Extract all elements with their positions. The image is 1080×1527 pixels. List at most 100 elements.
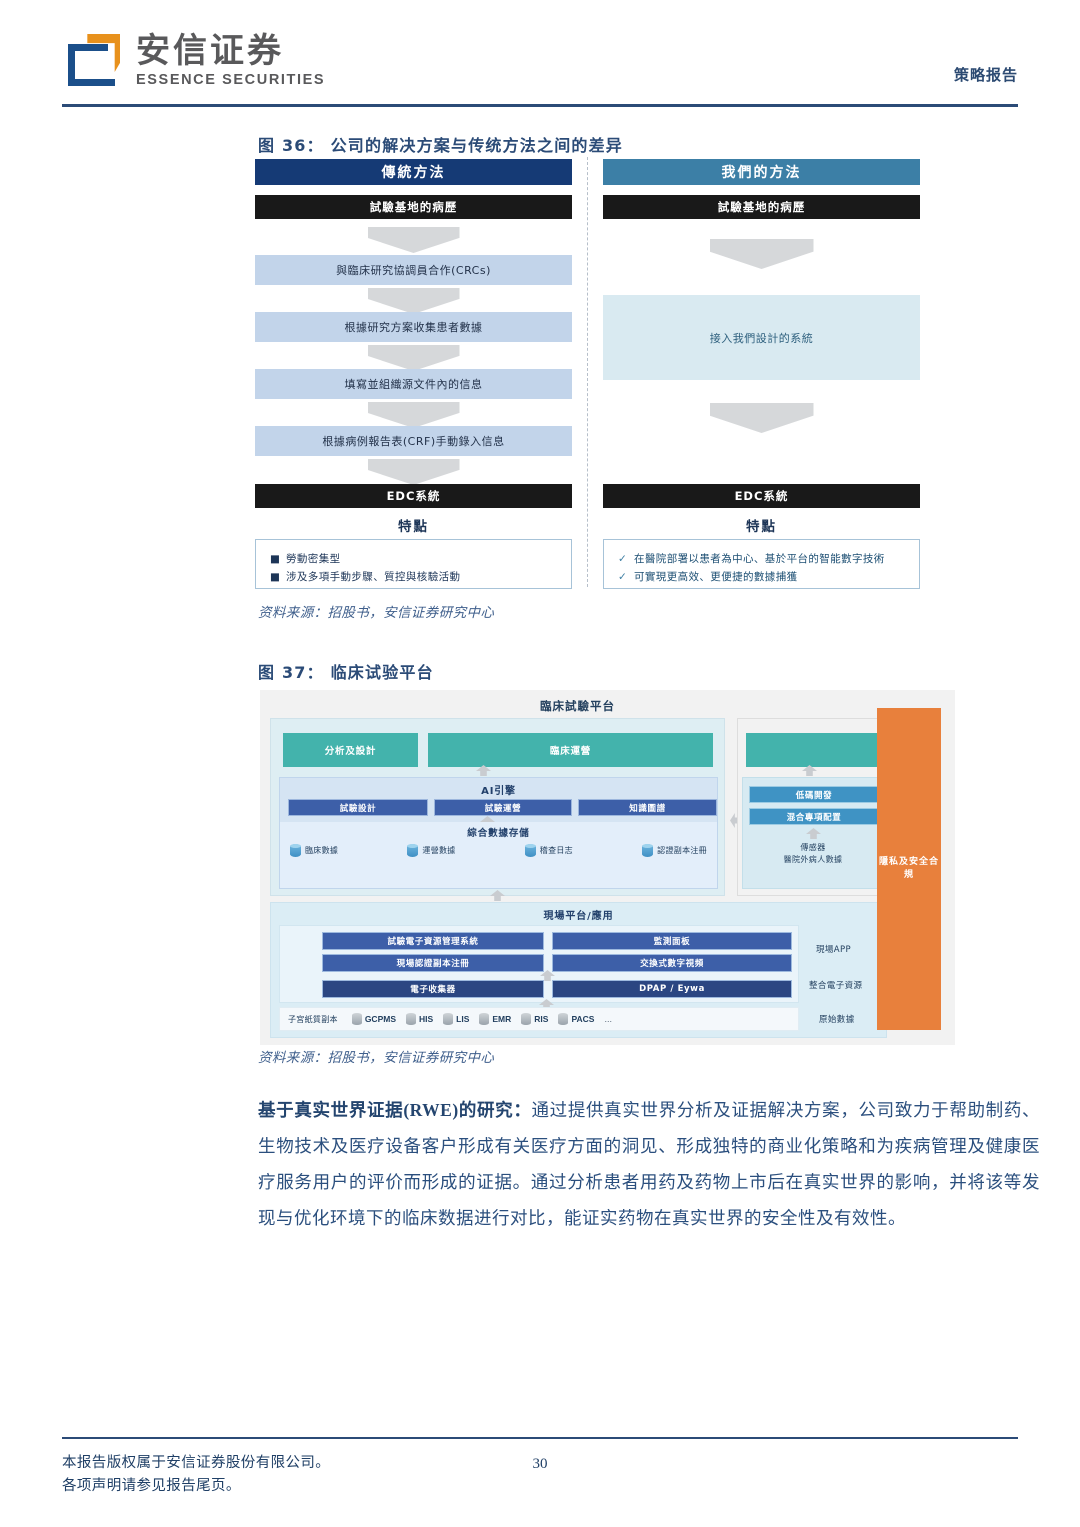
- lower-box-video: 交換式數字視頻: [552, 954, 792, 972]
- database-icon: [642, 844, 654, 857]
- logo-mark-icon: [62, 30, 124, 92]
- left-header-bar: 傳統方法: [255, 159, 572, 185]
- figure36-diagram: 傳統方法 試驗基地的病歷 與臨床研究協調員合作(CRCs) 根據研究方案收集患者…: [255, 155, 920, 595]
- footer-copyright: 本报告版权属于安信证券股份有限公司。 各项声明请参见报告尾页。: [62, 1452, 330, 1498]
- up-arrow-1-icon: [476, 765, 491, 776]
- left-feature-box: ■ 勞動密集型 ■ 涉及多項手動步驟、質控與核驗活動: [255, 539, 572, 589]
- left-step-1: 與臨床研究協調員合作(CRCs): [255, 255, 572, 285]
- source-systems-row: 子宮紙質副本 GCPMS HIS LIS EMR RIS: [279, 1007, 799, 1031]
- left-feature-text: 勞動密集型: [286, 553, 341, 565]
- storage-item-label: 運營數據: [422, 846, 456, 855]
- up-arrow-4-icon: [806, 828, 821, 839]
- left-feature-item: ■ 勞動密集型: [270, 550, 557, 568]
- footer-line-1: 本报告版权属于安信证券股份有限公司。: [62, 1455, 331, 1471]
- side-label-rawdata: 原始數據: [819, 1015, 855, 1025]
- left-feature-text: 涉及多項手動步驟、質控與核驗活動: [286, 571, 461, 584]
- side-label-app: 現場APP: [816, 945, 852, 955]
- database-icon: [524, 844, 536, 857]
- source-system-label: LIS: [456, 1014, 470, 1024]
- ai-engine-label: AI引擎: [481, 786, 516, 797]
- figure37-lower-region: 現場平台/應用 試驗電子資源管理系統 監測面板 現場認證副本注冊 交換式數字視頻…: [270, 902, 887, 1038]
- footer-divider: [62, 1437, 1018, 1439]
- source-system-label: PACS: [571, 1014, 595, 1024]
- storage-item-label: 臨床數據: [305, 846, 339, 855]
- right-top-black-bar: 試驗基地的病歷: [603, 195, 920, 219]
- teal-service-row: 分析及設計 臨床運營: [283, 733, 713, 767]
- database-grey-icon: [558, 1013, 569, 1025]
- lower-box-dashboard: 監測面板: [552, 932, 792, 950]
- side-label-eresource: 整合電子資源: [809, 981, 863, 991]
- left-feature-heading: 特點: [398, 519, 429, 535]
- check-bullet-icon: ✓: [618, 571, 628, 584]
- figure37-title: 图 37： 临床试验平台: [258, 663, 434, 682]
- right-middle-box: 接入我們設計的系統: [603, 295, 920, 380]
- figure36-column-divider: [587, 157, 588, 587]
- figure36-source: 资料来源：招股书，安信证券研究中心: [258, 605, 495, 620]
- figure37-upper-region: 分析及設計 臨床運營 AI引擎 試驗設計 試驗運營 知識圖譜 綜合數據存儲: [270, 718, 887, 896]
- right-feature-item: ✓ 在醫院部署以患者為中心、基於平台的智能數字技術: [618, 550, 905, 568]
- right-header-bar: 我們的方法: [603, 159, 920, 185]
- rc-box-lowcode: 低碼開發: [749, 786, 879, 803]
- right-teal-block: [746, 733, 880, 767]
- left-arrow-3-icon: [367, 345, 460, 371]
- right-feature-heading: 特點: [746, 519, 777, 535]
- page-header: 安信证券 ESSENCE SECURITIES 策略报告: [62, 26, 1018, 104]
- logo-blue-shape: [68, 44, 115, 86]
- rc-box-hybrid-config: 混合專項配置: [749, 808, 879, 825]
- square-bullet-icon: ■: [270, 571, 281, 584]
- storage-item-label: 認證副本注冊: [657, 846, 707, 855]
- storage-label: 綜合數據存儲: [467, 828, 530, 839]
- privacy-security-label: 隱私及安全合規: [878, 857, 939, 880]
- database-grey-icon: [443, 1013, 454, 1025]
- up-arrow-3-icon: [802, 765, 817, 776]
- ai-module-row: 試驗設計 試驗運營 知識圖譜: [288, 799, 717, 816]
- database-icon: [290, 844, 301, 857]
- right-feature-text: 可實現更高效、更便捷的數據捕獲: [634, 571, 798, 584]
- right-feature-box: ✓ 在醫院部署以患者為中心、基於平台的智能數字技術 ✓ 可實現更高效、更便捷的數…: [603, 539, 920, 589]
- storage-item-label: 稽查日志: [539, 846, 573, 855]
- body-paragraph: 基于真实世界证据(RWE)的研究：通过提供真实世界分析及证据解决方案，公司致力于…: [258, 1093, 1040, 1237]
- header-divider: [62, 104, 1018, 107]
- figure37-diagram: 臨床試驗平台 分析及設計 臨床運營 AI引擎 試驗設計 試驗運營 知識圖譜 綜合…: [260, 690, 955, 1045]
- source-system-label: EMR: [492, 1014, 512, 1024]
- body-paragraph-text: 通过提供真实世界分析及证据解决方案，公司致力于帮助制药、生物技术及医疗设备客户形…: [258, 1100, 1040, 1228]
- right-arrow-1-icon: [709, 239, 814, 269]
- right-feature-item: ✓ 可實現更高效、更便捷的數據捕獲: [618, 568, 905, 586]
- database-grey-icon: [351, 1013, 362, 1025]
- platform-title: 臨床試驗平台: [540, 699, 615, 713]
- sensor-caption: 傳感器醫院外病人數據: [783, 843, 843, 864]
- ai-engine-panel: AI引擎 試驗設計 試驗運營 知識圖譜 綜合數據存儲 臨床數據: [279, 777, 718, 889]
- left-top-black-bar: 試驗基地的病歷: [255, 195, 572, 219]
- storage-item: 臨床數據: [290, 844, 338, 857]
- figure36-right-column: 我們的方法 試驗基地的病歷 接入我們設計的系統 EDC系統 特點 ✓ 在醫院部署…: [603, 155, 920, 595]
- storage-item: 認證副本注冊: [642, 844, 707, 857]
- source-system-item: LIS: [443, 1013, 469, 1025]
- lower-box-ersm: 試驗電子資源管理系統: [322, 932, 544, 950]
- brand-name-cn: 安信证券: [136, 30, 284, 71]
- field-modules-grid: 試驗電子資源管理系統 監測面板 現場認證副本注冊 交換式數字視頻 電子收集器 D…: [279, 925, 799, 1003]
- database-icon: [407, 844, 419, 857]
- data-storage-panel: 綜合數據存儲 臨床數據 運營數據 稽查日志: [280, 822, 717, 888]
- source-system-label: RIS: [534, 1014, 549, 1024]
- lower-box-cert-copy: 現場認證副本注冊: [322, 954, 544, 972]
- database-grey-icon: [521, 1013, 532, 1025]
- left-arrow-2-icon: [367, 288, 460, 314]
- teal-box-analysis: 分析及設計: [283, 733, 418, 767]
- left-arrow-5-icon: [367, 459, 460, 485]
- footer-line-2: 各项声明请参见报告尾页。: [62, 1478, 241, 1495]
- storage-item: 稽查日志: [524, 844, 573, 857]
- lower-box-dpap: DPAP / Eywa: [552, 980, 792, 998]
- source-system-label: HIS: [418, 1014, 434, 1024]
- right-blue-panel: 低碼開發 混合專項配置 傳感器醫院外病人數據: [742, 777, 884, 889]
- left-arrow-1-icon: [367, 227, 460, 253]
- left-step-2: 根據研究方案收集患者數據: [255, 312, 572, 342]
- source-system-item: PACS: [558, 1013, 594, 1025]
- left-step-3: 填寫並組織源文件內的信息: [255, 369, 572, 399]
- figure37-source: 资料来源：招股书，安信证券研究中心: [258, 1050, 495, 1065]
- source-systems-ellipsis: ...: [604, 1014, 612, 1024]
- storage-item: 運營數據: [407, 844, 455, 857]
- privacy-security-panel: 隱私及安全合規: [877, 708, 941, 1030]
- check-bullet-icon: ✓: [618, 553, 628, 565]
- company-logo: 安信证券 ESSENCE SECURITIES: [62, 30, 325, 92]
- database-grey-icon: [479, 1013, 490, 1025]
